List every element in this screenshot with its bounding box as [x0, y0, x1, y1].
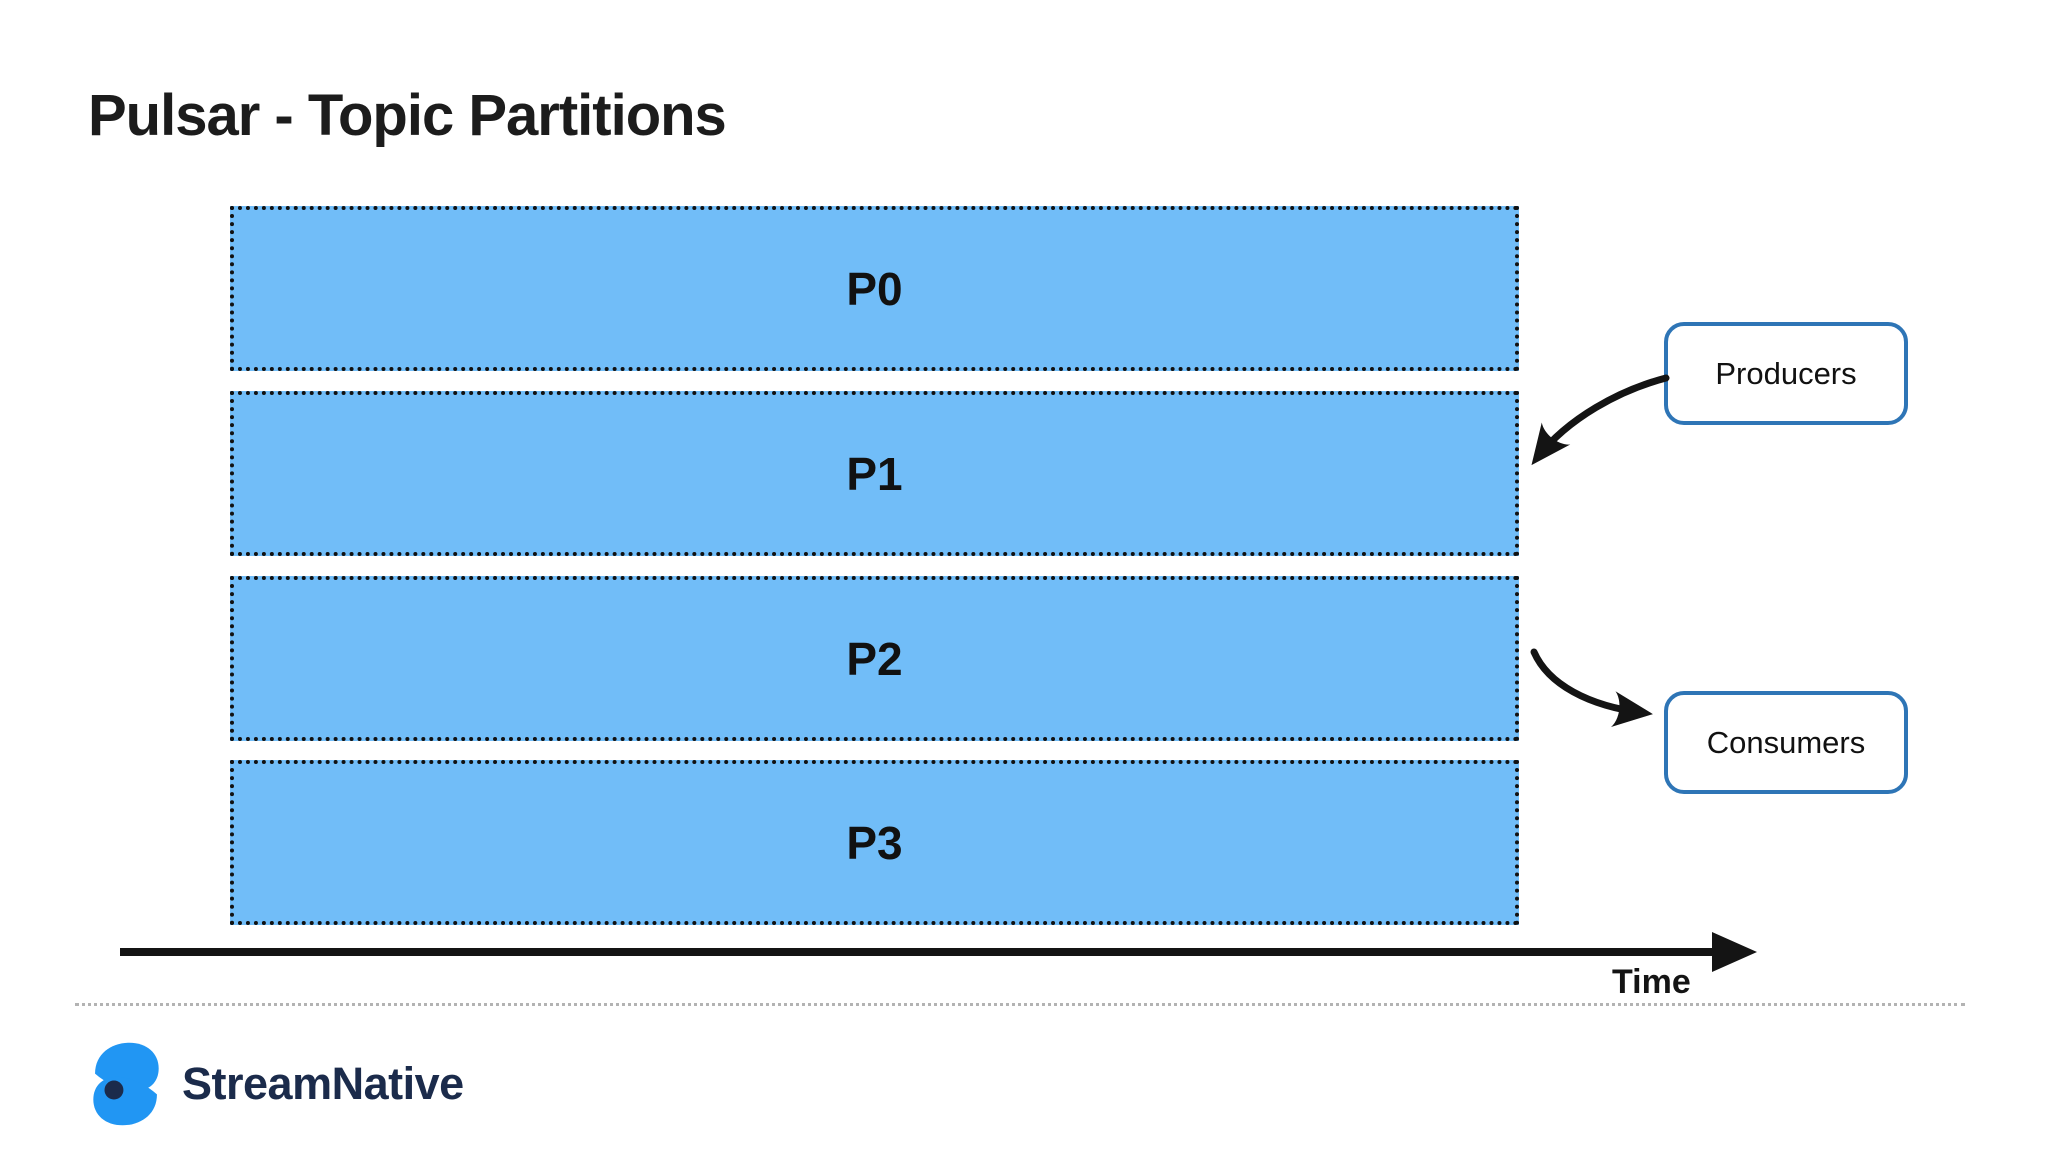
page-title: Pulsar - Topic Partitions [88, 83, 727, 148]
brand-name: StreamNative [182, 1058, 464, 1109]
producers-to-partition-arrow [1531, 374, 1670, 466]
partition-label: P3 [846, 816, 903, 869]
partition-bar-p0: P0 [230, 206, 1519, 371]
footer-divider [75, 1003, 1965, 1006]
producers-label: Producers [1715, 355, 1857, 391]
producers-box: Producers [1664, 322, 1908, 425]
streamnative-s-mark-icon [93, 1042, 159, 1126]
partition-label: P0 [846, 262, 903, 315]
time-axis-label: Time [1612, 963, 1691, 1001]
consumers-label: Consumers [1706, 724, 1866, 760]
partition-label: P2 [846, 632, 903, 685]
partition-bar-p2: P2 [230, 576, 1519, 741]
partition-label: P1 [846, 447, 903, 500]
time-axis-arrowhead-icon [1712, 932, 1757, 972]
consumers-box: Consumers [1664, 691, 1908, 794]
brand-footer: StreamNative [88, 1041, 464, 1127]
partition-to-consumers-arrow [1530, 648, 1653, 728]
partition-bar-p3: P3 [230, 760, 1519, 925]
partition-bar-p1: P1 [230, 391, 1519, 556]
